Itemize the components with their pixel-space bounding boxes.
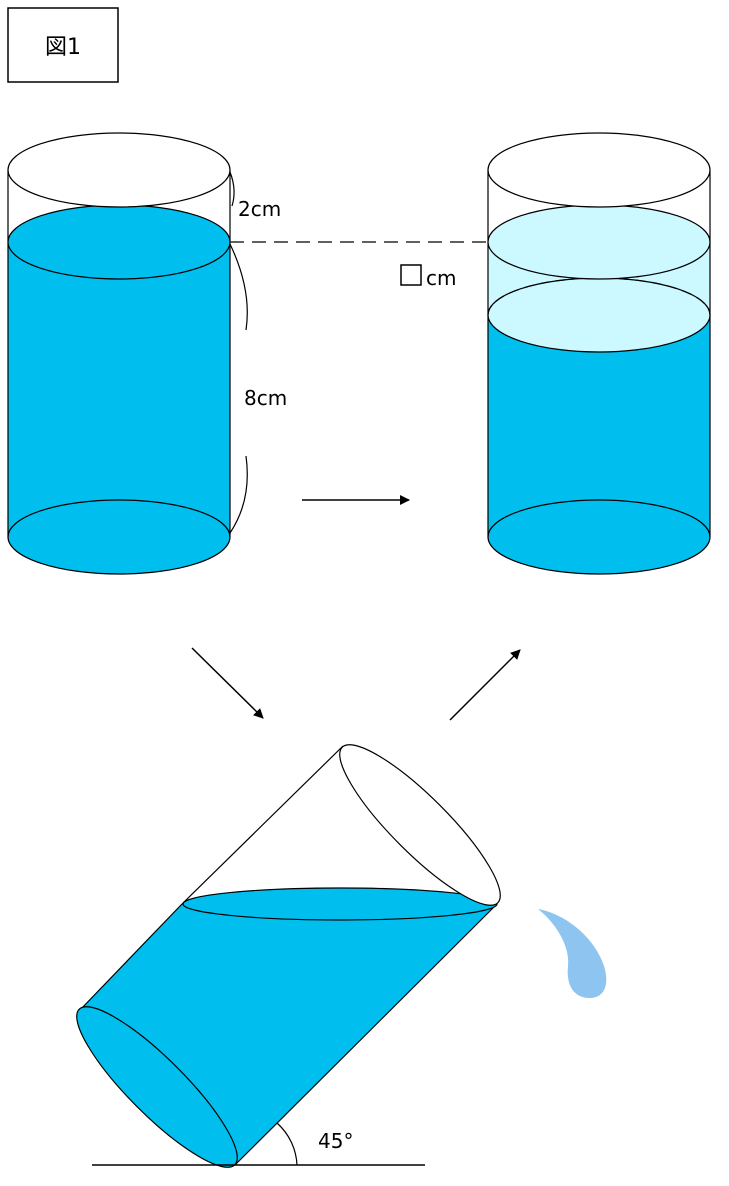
left-water-body bbox=[8, 242, 230, 574]
angle-arc bbox=[276, 1122, 298, 1166]
label-unknown-cm: cm bbox=[426, 266, 456, 290]
right-cylinder bbox=[487, 132, 711, 575]
figure-label: 図1 bbox=[45, 35, 81, 60]
arrow-up-right bbox=[449, 649, 521, 721]
right-dashed-half bbox=[487, 277, 711, 316]
angle-label: 45° bbox=[318, 1129, 353, 1153]
label-8cm: 8cm bbox=[244, 386, 287, 410]
unknown-label: cm bbox=[400, 264, 456, 290]
dimension-marks: 2cm 8cm bbox=[229, 171, 287, 534]
left-cylinder bbox=[7, 132, 231, 575]
right-original-level bbox=[487, 204, 711, 280]
right-water-surface bbox=[487, 277, 711, 353]
left-rim bbox=[7, 132, 231, 208]
label-2cm: 2cm bbox=[238, 197, 281, 221]
tilted-rim bbox=[339, 744, 501, 906]
tilted-water-surface bbox=[182, 887, 498, 921]
figure-label-box: 図1 bbox=[7, 7, 119, 83]
right-rim bbox=[487, 132, 711, 208]
right-bottom-ellipse bbox=[487, 499, 711, 575]
answer-box bbox=[400, 264, 422, 286]
tilted-water-body bbox=[80, 904, 497, 1165]
water-drop bbox=[538, 909, 607, 998]
tilted-cylinder bbox=[76, 744, 501, 1168]
left-water-surface bbox=[7, 204, 231, 280]
arrow-down-right bbox=[191, 647, 264, 719]
left-bottom-ellipse bbox=[7, 499, 231, 575]
